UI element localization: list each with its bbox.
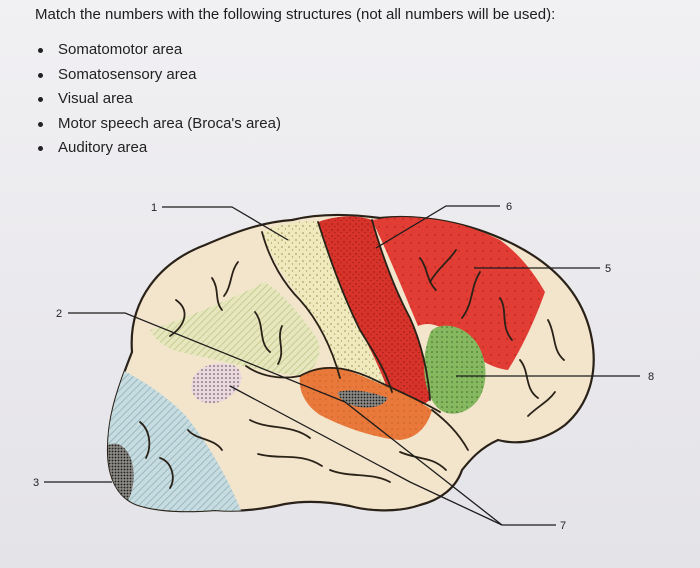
primary-auditory-spot	[338, 390, 388, 408]
label-7: 7	[560, 520, 566, 532]
leader-lines	[44, 205, 640, 526]
leader-line-7	[229, 385, 503, 526]
premotor-region	[372, 217, 545, 370]
leader-line-2	[68, 312, 556, 526]
list-item-label: Visual area	[58, 90, 133, 107]
list-item: Auditory area	[30, 136, 281, 161]
list-item: Somatomotor area	[30, 38, 281, 63]
leader-line-6	[375, 205, 500, 249]
structure-list: Somatomotor area Somatosensory area Visu…	[30, 38, 281, 161]
bullet-icon	[38, 97, 43, 102]
visual-region	[108, 360, 245, 512]
leader-line-1	[162, 206, 289, 241]
label-3: 3	[33, 477, 39, 489]
list-item: Visual area	[30, 87, 281, 112]
list-item-label: Auditory area	[58, 139, 148, 156]
broca-region	[424, 325, 486, 414]
list-item: Motor speech area (Broca's area)	[30, 112, 281, 137]
label-1: 1	[151, 202, 157, 214]
bullet-icon	[38, 121, 43, 127]
label-6: 6	[506, 201, 512, 213]
gyri-lines	[139, 219, 565, 489]
wernicke-region	[191, 363, 242, 404]
somatosensory-region	[262, 221, 392, 392]
somatomotor-region	[318, 216, 430, 408]
bullet-icon	[38, 72, 43, 78]
bullet-icon	[38, 48, 43, 53]
parietal-association-region	[150, 282, 320, 376]
list-item-label: Somatosensory area	[58, 65, 197, 83]
label-8: 8	[648, 371, 654, 383]
label-2: 2	[56, 308, 62, 320]
label-5: 5	[605, 263, 611, 275]
question-text: Match the numbers with the following str…	[35, 6, 556, 23]
list-item: Somatosensory area	[30, 63, 281, 88]
list-item-label: Motor speech area (Broca's area)	[58, 114, 281, 132]
list-item-label: Somatomotor area	[58, 41, 183, 58]
bullet-icon	[38, 146, 43, 151]
